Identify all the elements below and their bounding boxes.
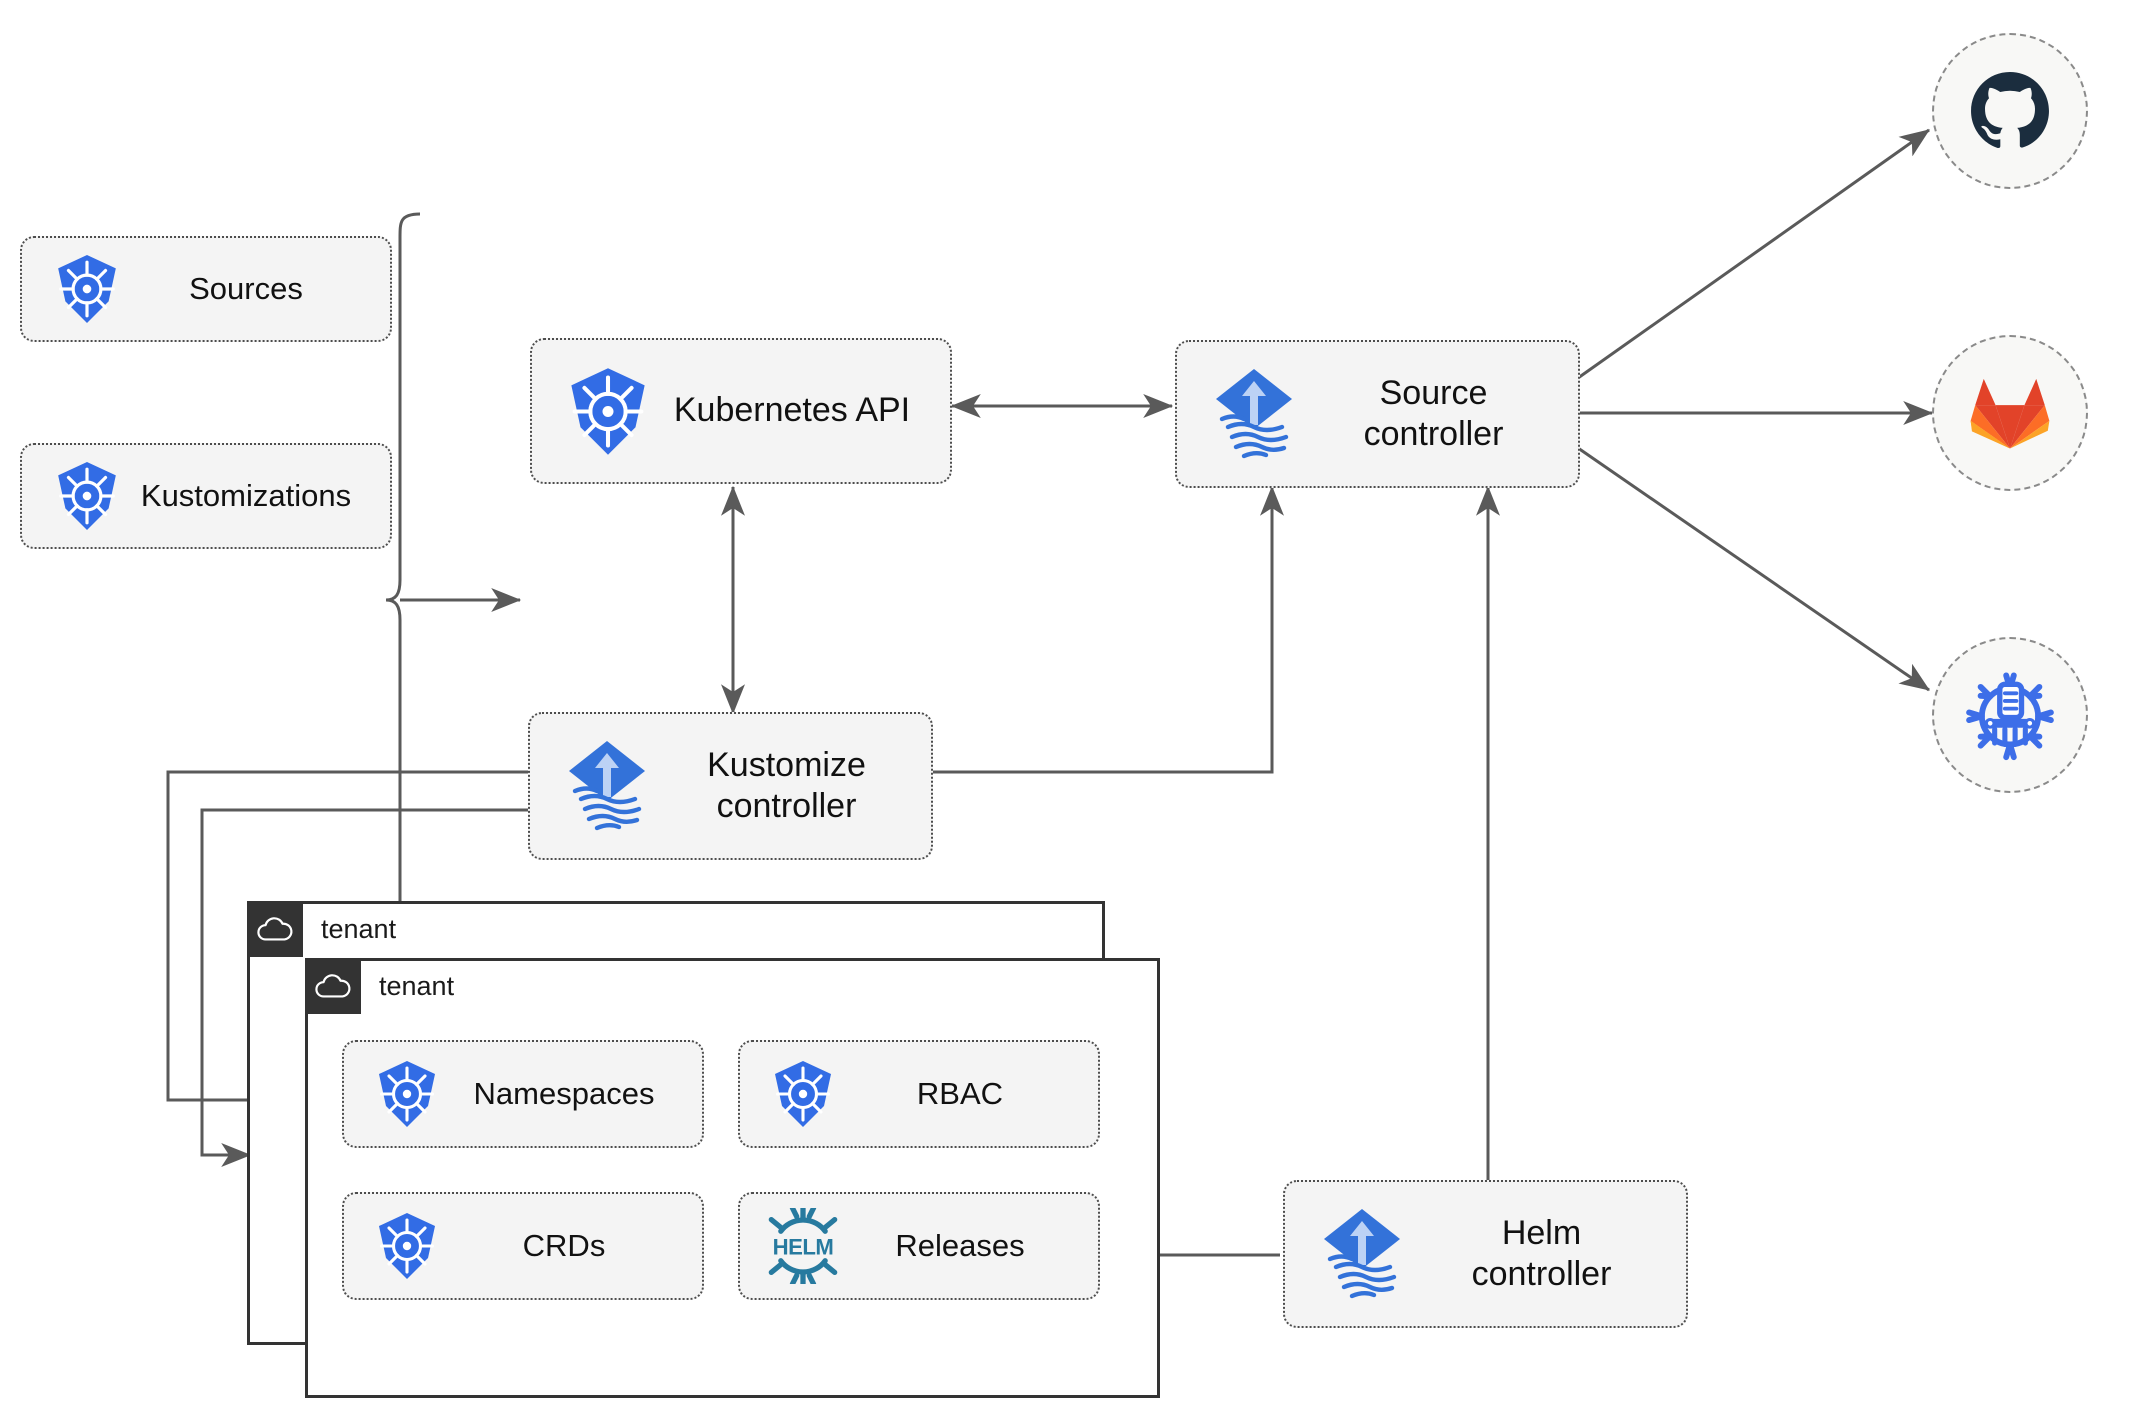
edge-source-to-helm-repository <box>1577 446 1930 692</box>
tenant-header-front: tenant <box>305 958 454 1014</box>
github-icon <box>1971 72 2049 149</box>
flux-icon <box>1307 1205 1417 1303</box>
node-kubernetes-api[interactable]: Kubernetes API <box>530 338 952 484</box>
tenant-window-front[interactable]: tenant <box>305 958 1160 1398</box>
node-sources[interactable]: Sources <box>20 236 392 342</box>
node-rbac-label: RBAC <box>916 1076 1004 1112</box>
kubernetes-icon <box>364 1060 450 1128</box>
node-source-controller-label: Source controller <box>1363 373 1504 453</box>
svg-text:HELM: HELM <box>773 1234 834 1259</box>
node-rbac[interactable]: RBAC <box>738 1040 1100 1148</box>
flux-icon <box>1199 365 1309 463</box>
cloud-icon <box>305 958 361 1014</box>
node-crds-label: CRDs <box>522 1228 606 1264</box>
node-kubernetes-api-label: Kubernetes API <box>673 391 911 430</box>
flux-icon <box>552 737 662 835</box>
tenant-title-front: tenant <box>379 970 455 1001</box>
kubernetes-icon <box>760 1060 846 1128</box>
provider-github[interactable] <box>1932 33 2088 189</box>
tenant-header-back: tenant <box>247 901 396 957</box>
node-kustomizations-label: Kustomizations <box>140 478 352 514</box>
node-kustomize-controller-label: Kustomize controller <box>707 745 866 825</box>
node-kustomize-controller[interactable]: Kustomize controller <box>528 712 933 860</box>
gitlab-icon <box>1970 378 2050 449</box>
node-namespaces-label: Namespaces <box>473 1076 655 1112</box>
provider-gitlab[interactable] <box>1932 335 2088 491</box>
node-releases[interactable]: HELM Releases <box>738 1192 1100 1300</box>
node-helm-controller[interactable]: Helm controller <box>1283 1180 1688 1328</box>
kubernetes-icon <box>364 1212 450 1280</box>
provider-helm-repository[interactable] <box>1932 637 2088 793</box>
node-releases-label: Releases <box>895 1228 1025 1264</box>
edge-source-to-github <box>1577 128 1930 380</box>
helm-repository-icon <box>1966 672 2054 761</box>
helm-icon: HELM <box>760 1208 846 1284</box>
kubernetes-icon <box>556 367 660 456</box>
node-namespaces[interactable]: Namespaces <box>342 1040 704 1148</box>
node-sources-label: Sources <box>189 271 303 307</box>
cloud-icon <box>247 901 303 957</box>
node-crds[interactable]: CRDs <box>342 1192 704 1300</box>
kubernetes-icon <box>44 254 130 324</box>
node-source-controller[interactable]: Source controller <box>1175 340 1580 488</box>
kubernetes-icon <box>44 461 130 531</box>
node-helm-controller-label: Helm controller <box>1471 1213 1612 1293</box>
tenant-title-back: tenant <box>321 913 397 944</box>
edge-kustomize-to-source <box>930 485 1284 774</box>
node-kustomizations[interactable]: Kustomizations <box>20 443 392 549</box>
